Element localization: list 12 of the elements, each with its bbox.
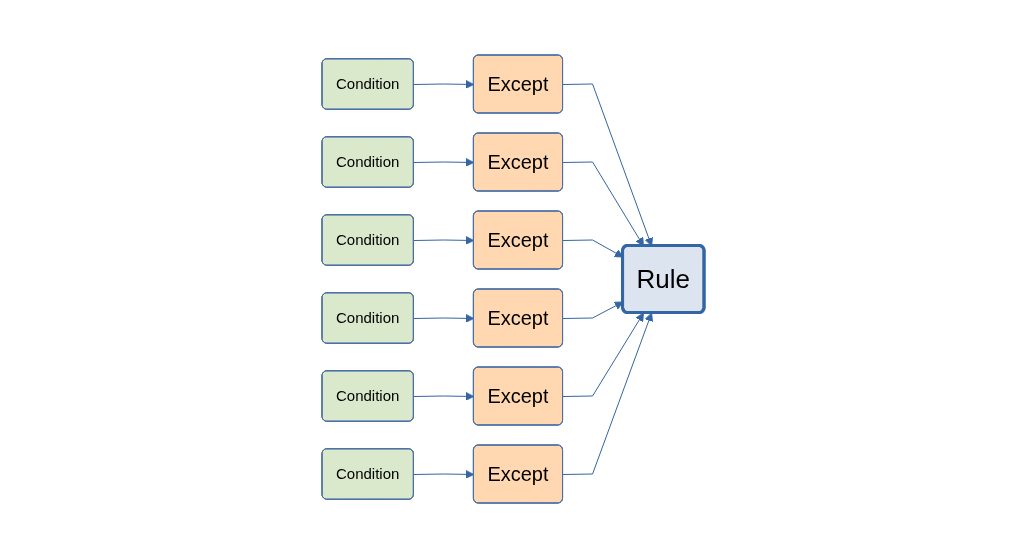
arrow	[413, 313, 475, 323]
arrow	[563, 312, 654, 475]
arrow	[413, 391, 475, 401]
arrow	[413, 79, 475, 89]
arrow	[563, 83, 654, 246]
arrow	[563, 312, 645, 397]
arrow	[413, 469, 475, 479]
arrow	[413, 157, 475, 167]
arrow	[413, 235, 475, 245]
arrow	[563, 239, 624, 257]
arrow	[563, 301, 624, 319]
arrow	[563, 161, 645, 246]
